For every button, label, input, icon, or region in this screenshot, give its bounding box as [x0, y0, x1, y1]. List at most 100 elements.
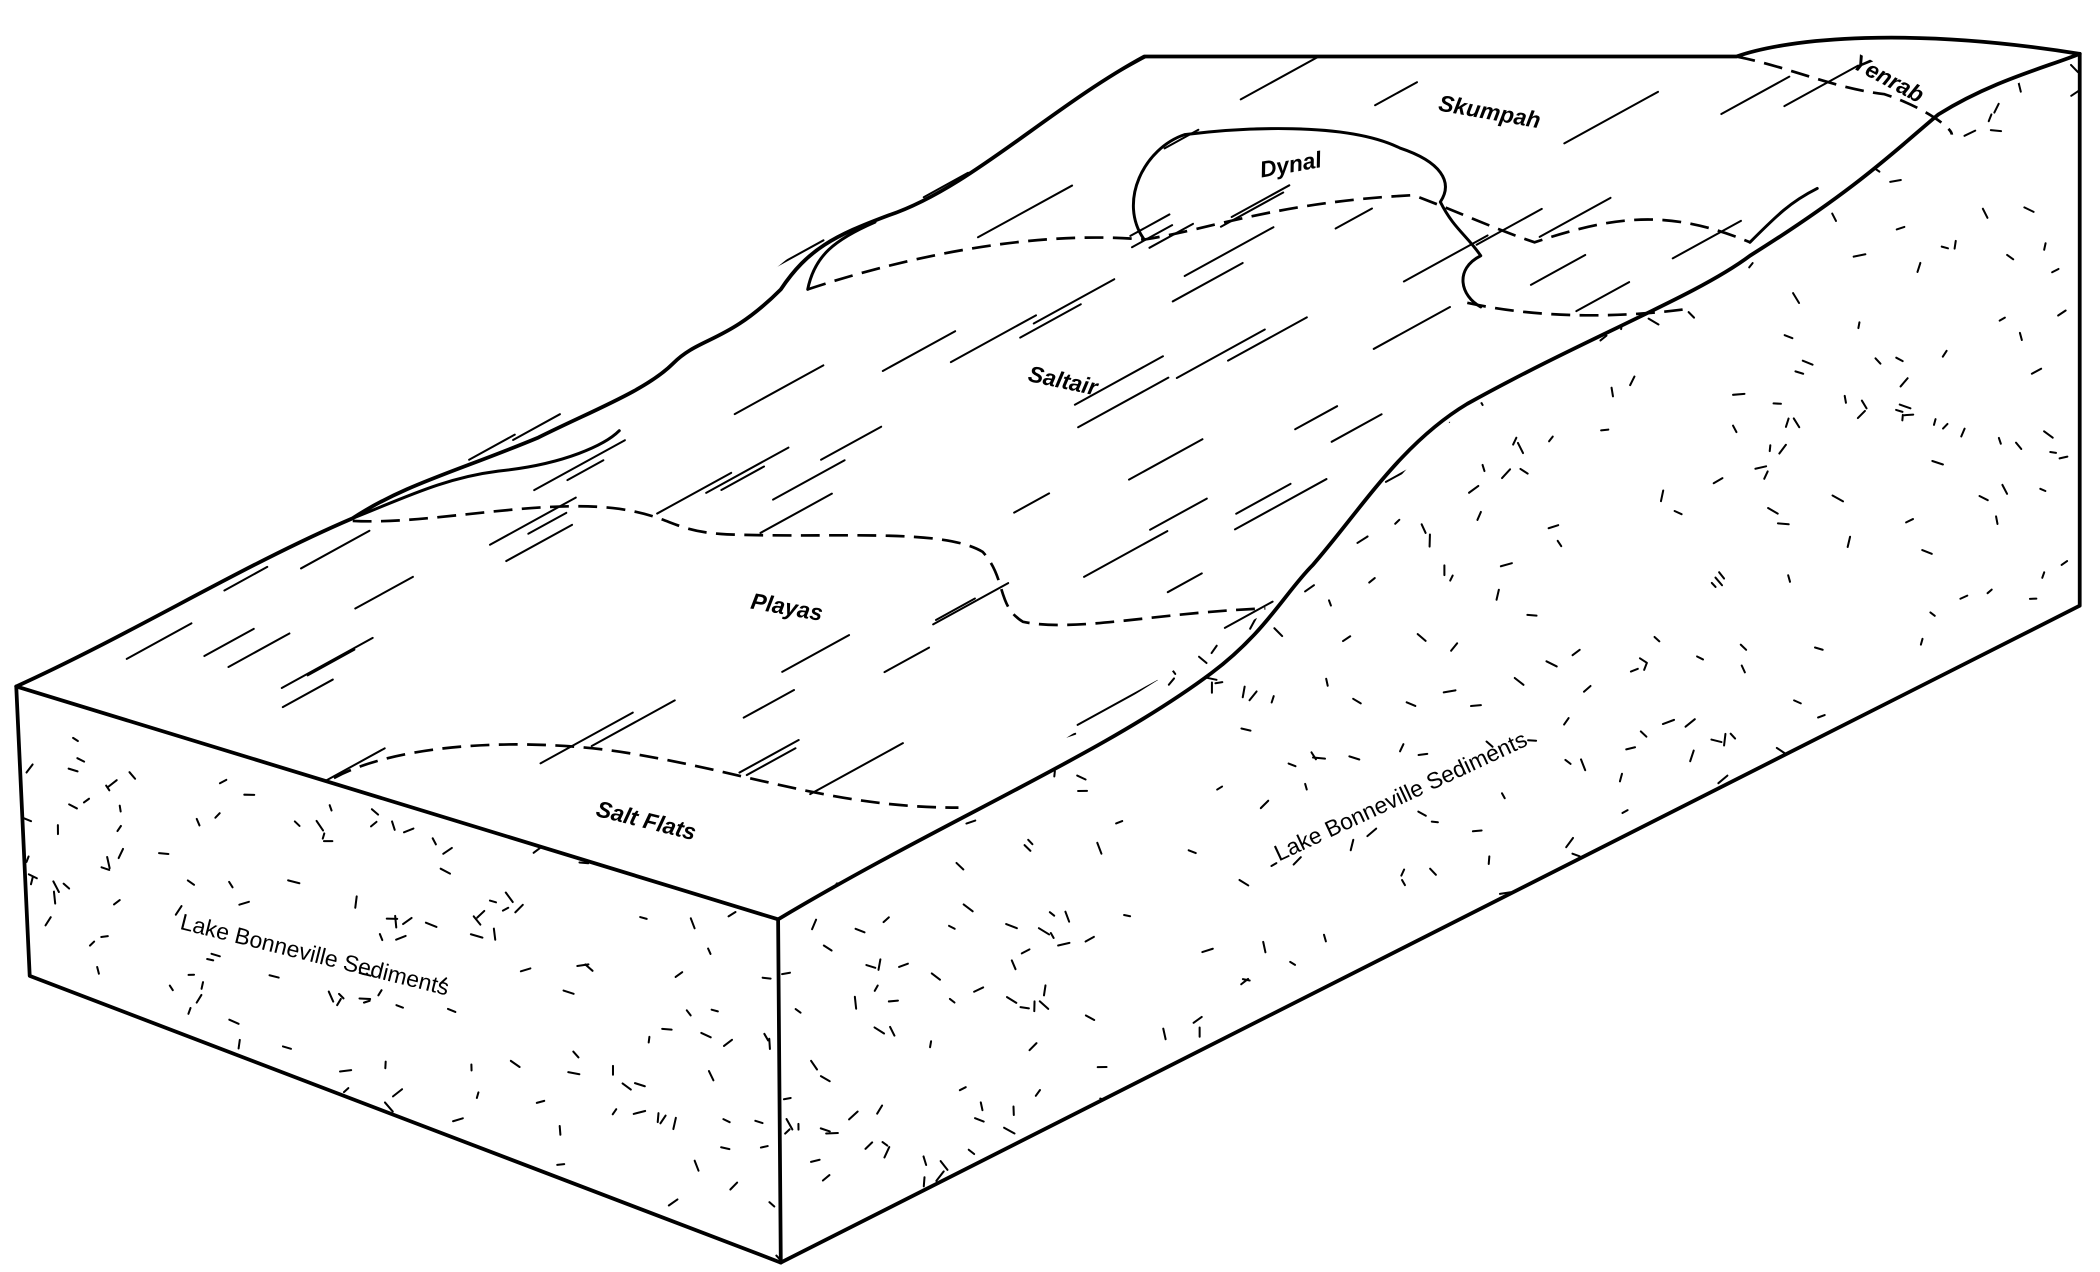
sediment-dash — [567, 1071, 581, 1076]
surface-stroke — [720, 465, 766, 492]
surface-stroke — [104, 364, 149, 390]
sediment-dash — [845, 56, 854, 61]
sediment-dash — [248, 1209, 254, 1220]
sediment-dash — [1004, 1262, 1009, 1263]
sediment-dash — [439, 977, 448, 985]
sediment-dash — [1931, 459, 1944, 466]
surface-stroke — [512, 413, 561, 441]
sediment-dash — [803, 140, 817, 147]
sediment-dash — [1394, 518, 1401, 525]
surface-stroke — [1294, 405, 1339, 431]
sediment-dash — [1553, 873, 1565, 883]
sediment-dash — [1427, 1186, 1432, 1197]
sediment-dash — [280, 1193, 288, 1201]
sediment-dash — [706, 876, 714, 883]
sediment-dash — [143, 1143, 148, 1155]
sediment-dash — [1519, 467, 1529, 475]
sediment-dash — [1754, 465, 1768, 470]
sediment-dash — [1907, 1170, 1917, 1179]
label-sediments-front: Lake Bonneville Sediments — [178, 908, 452, 1000]
sediment-dash — [1612, 908, 1617, 922]
sediment-dash — [1895, 356, 1904, 363]
sediment-dash — [1187, 123, 1194, 131]
sediment-dash — [1547, 524, 1560, 530]
sediment-dash — [198, 1195, 202, 1205]
surface-stroke — [122, 564, 191, 603]
sediment-dash — [1974, 1079, 1985, 1087]
sediment-dash — [1855, 995, 1865, 999]
sediment-dash — [1679, 1178, 1685, 1189]
sediment-dash — [1535, 979, 1546, 983]
sediment-dash — [1488, 82, 1499, 89]
sediment-dash — [1241, 685, 1246, 699]
surface-stroke — [1449, 459, 1498, 487]
sediment-dash — [1953, 673, 1956, 682]
sediment-dash — [1084, 1014, 1096, 1021]
sediment-dash — [1008, 478, 1022, 483]
sediment-dash — [1802, 1116, 1810, 1121]
sediment-dash — [1653, 635, 1661, 643]
sediment-dash — [366, 1188, 371, 1199]
surface-stroke — [1183, 226, 1275, 278]
surface-stroke — [1239, 53, 1324, 101]
sediment-dash — [848, 1110, 859, 1121]
sediment-dash — [805, 856, 809, 867]
sediment-dash — [1512, 436, 1518, 446]
surface-stroke — [197, 786, 266, 825]
sediment-dash — [1712, 821, 1717, 835]
sediment-dash — [1670, 833, 1674, 846]
sediment-dash — [1407, 366, 1418, 374]
sediment-dash — [1020, 948, 1031, 955]
sediment-dash — [402, 916, 413, 926]
sediment-dash — [394, 914, 398, 929]
sediment-dash — [1499, 202, 1506, 214]
sediment-dash — [1036, 143, 1048, 151]
surface-stroke — [1077, 376, 1170, 429]
sediment-dash — [786, 580, 790, 591]
sediment-dash — [1121, 381, 1132, 392]
sediment-dash — [1304, 584, 1315, 593]
sediment-dash — [1987, 113, 1993, 123]
sediment-dash — [287, 879, 301, 885]
sediment-dash — [82, 797, 91, 804]
sediment-dash — [1916, 261, 1922, 273]
sediment-dash — [1481, 463, 1486, 473]
sediment-dash — [1940, 245, 1949, 250]
sediment-dash — [370, 808, 380, 816]
sediment-dash — [1513, 676, 1525, 686]
sediment-dash — [785, 1118, 794, 1131]
sediment-dash — [1242, 1197, 1252, 1200]
surface-stroke — [459, 267, 533, 308]
sediment-dash — [1315, 1153, 1326, 1159]
surface-stroke — [745, 747, 797, 777]
surface-stroke — [227, 632, 291, 668]
sediment-dash — [1115, 820, 1124, 825]
sediment-dash — [1792, 417, 1801, 429]
sediment-dash — [96, 1172, 108, 1181]
sediment-dash — [1048, 911, 1056, 917]
surface-stroke — [1076, 679, 1159, 726]
sediment-dash — [1012, 635, 1021, 644]
sediment-dash — [1543, 96, 1547, 110]
sediment-dash — [1622, 1265, 1630, 1269]
sediment-dash — [621, 1082, 632, 1091]
sediment-dash — [1731, 424, 1738, 434]
surface-stroke — [449, 84, 507, 117]
sediment-dash — [1481, 197, 1488, 206]
surface-stroke — [533, 439, 626, 492]
sediment-dash — [424, 1230, 435, 1235]
sediment-dash — [1925, 1018, 1932, 1026]
surface-stroke — [1584, 722, 1628, 748]
sediment-dash — [860, 243, 868, 255]
surface-stroke — [1175, 328, 1266, 379]
sediment-dash — [1038, 1000, 1050, 1010]
sediment-dash — [873, 984, 879, 992]
sediment-dash — [1400, 868, 1406, 877]
sediment-dash — [1005, 923, 1018, 930]
sediment-dash — [2084, 320, 2086, 328]
sediment-dash — [2075, 732, 2079, 746]
sediment-dash — [828, 735, 837, 741]
sediment-dash — [830, 145, 836, 158]
sediment-dash — [1368, 577, 1376, 584]
sediment-dash — [660, 777, 667, 787]
